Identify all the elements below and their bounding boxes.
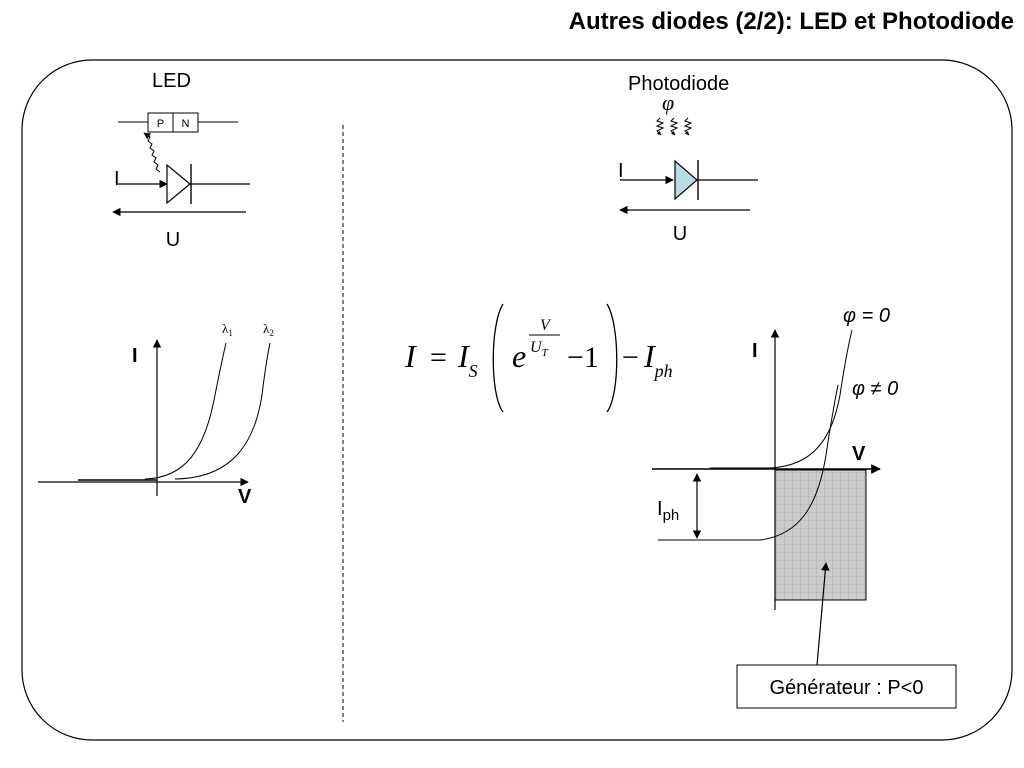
eq-minus-one: −1	[567, 341, 599, 374]
generator-region	[774, 469, 867, 601]
led-lambda1-label: λ1	[222, 321, 233, 338]
photodiode-heading: Photodiode	[628, 73, 729, 95]
led-iv-graph	[38, 339, 271, 496]
photodiode-iv-graph	[652, 329, 957, 709]
curve-phi-nonzero	[658, 384, 839, 541]
slide-title: Autres diodes (2/2): LED et Photodiode	[568, 8, 1014, 35]
led-diode-symbol	[112, 132, 250, 217]
eq-minus: −	[622, 341, 639, 374]
phi-incident-symbol: φ	[662, 90, 674, 115]
n-region-label: N	[182, 118, 190, 130]
led-heading: LED	[152, 70, 191, 92]
diode-equation: I = IS e V UT −1 − Iph	[404, 303, 673, 413]
generator-pointer-line	[816, 562, 830, 666]
led-curve-lambda1	[144, 342, 227, 480]
pd-graph-x-label: V	[852, 443, 866, 465]
photodiode-voltage-label: U	[673, 223, 687, 245]
iph-label: Iph	[657, 498, 679, 524]
led-lambda2-label: λ2	[263, 321, 274, 338]
content-frame	[21, 59, 1013, 741]
generator-label-box	[736, 664, 957, 709]
photodiode-current-label: I	[618, 160, 624, 182]
eq-iph: Iph	[643, 338, 673, 381]
incident-light-icon	[655, 117, 693, 136]
led-graph-y-label: I	[132, 345, 138, 367]
led-current-label: I	[114, 168, 120, 190]
led-curve-lambda2	[174, 342, 271, 480]
eq-equals: =	[430, 341, 447, 374]
eq-lhs: I	[404, 338, 417, 374]
photodiode-symbol	[619, 159, 758, 215]
curve-phi-zero	[710, 329, 853, 469]
eq-exp-base: e	[512, 338, 526, 374]
curve-phi-nonzero-label: φ ≠ 0	[852, 378, 898, 400]
eq-is: IS	[457, 338, 478, 381]
eq-exp-denominator: UT	[530, 339, 549, 359]
eq-exp-numerator: V	[540, 317, 552, 334]
pd-graph-y-label: I	[752, 340, 758, 362]
photodiode-triangle	[674, 159, 698, 201]
led-pn-junction: P N	[118, 112, 238, 133]
led-graph-x-label: V	[238, 486, 252, 508]
curve-phi-zero-label: φ = 0	[843, 305, 890, 327]
led-voltage-label: U	[166, 229, 180, 251]
p-region-label: P	[157, 118, 164, 130]
emitted-light-icon	[143, 132, 161, 173]
generator-label: Générateur : P<0	[770, 677, 924, 699]
